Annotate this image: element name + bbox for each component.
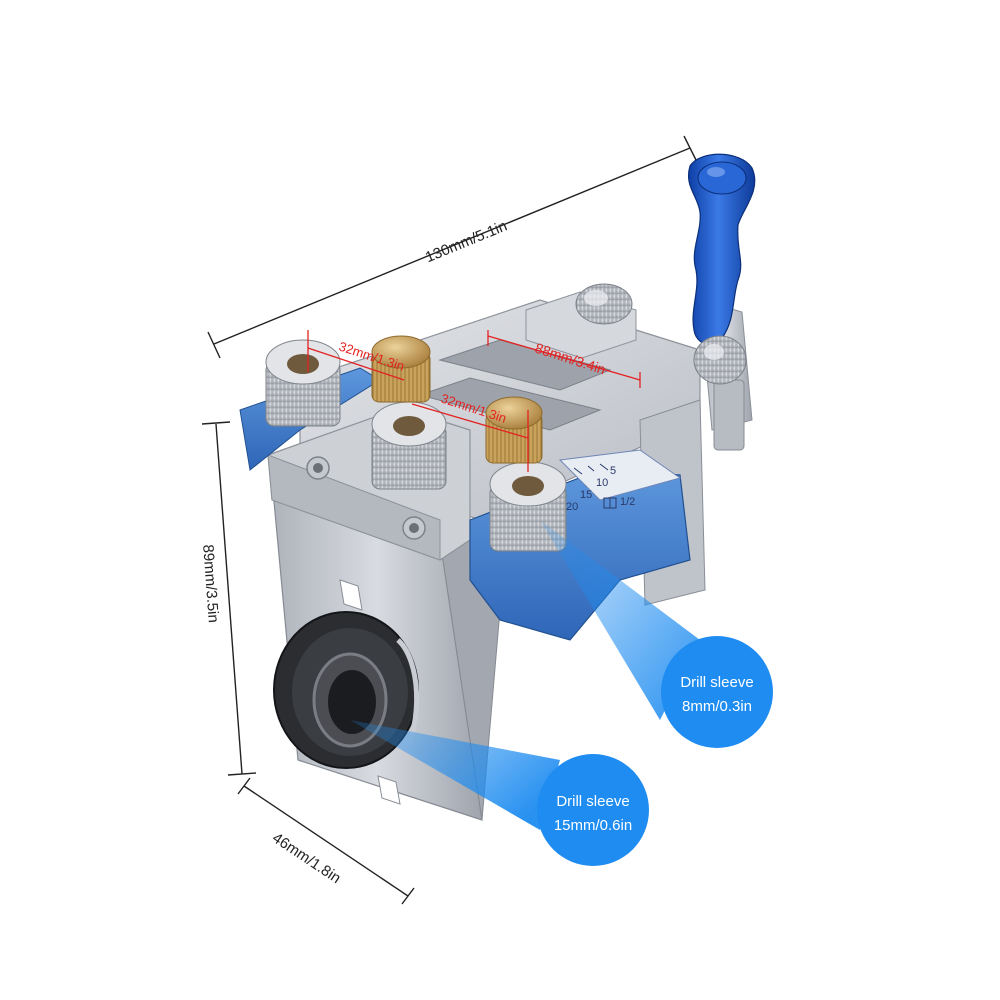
callout-large-title: Drill sleeve: [556, 793, 629, 810]
callout-large-size: 15mm/0.6in: [554, 817, 632, 834]
drill-guide-1: [265, 339, 341, 427]
callout-small-sleeve: Drill sleeve 8mm/0.3in: [661, 636, 773, 748]
drill-guide-2: [371, 401, 447, 490]
fraction-label: 1/2: [620, 496, 635, 508]
width-label: 130mm/5.1in: [423, 217, 510, 266]
callout-beam-large: [350, 720, 560, 830]
callout-small-size: 8mm/0.3in: [682, 698, 752, 715]
thumb-screw-back: [575, 283, 633, 325]
scale-label-5: 5: [610, 465, 616, 477]
callout-large-sleeve: Drill sleeve 15mm/0.6in: [537, 754, 649, 866]
scale-label-10: 10: [596, 477, 608, 489]
height-label: 89mm/3.5in: [199, 544, 222, 623]
hex-screw-icon: [402, 516, 426, 540]
scale-label-15: 15: [580, 489, 592, 501]
callout-bubble-small: [661, 636, 773, 748]
callout-bubble-large: [537, 754, 649, 866]
depth-label: 46mm/1.8in: [269, 829, 344, 887]
brass-pin-1: [371, 335, 431, 403]
drill-guide-3: [489, 461, 567, 552]
callout-beam-small: [540, 520, 700, 720]
scale-label-20: 20: [566, 501, 578, 513]
dimension-height: 89mm/3.5in: [199, 421, 257, 776]
thumb-screw-side: [693, 335, 747, 385]
ruler-scale: 5 10 15 20 1/2: [566, 463, 635, 513]
callout-small-title: Drill sleeve: [680, 674, 753, 691]
hex-screw-icon: [306, 456, 330, 480]
